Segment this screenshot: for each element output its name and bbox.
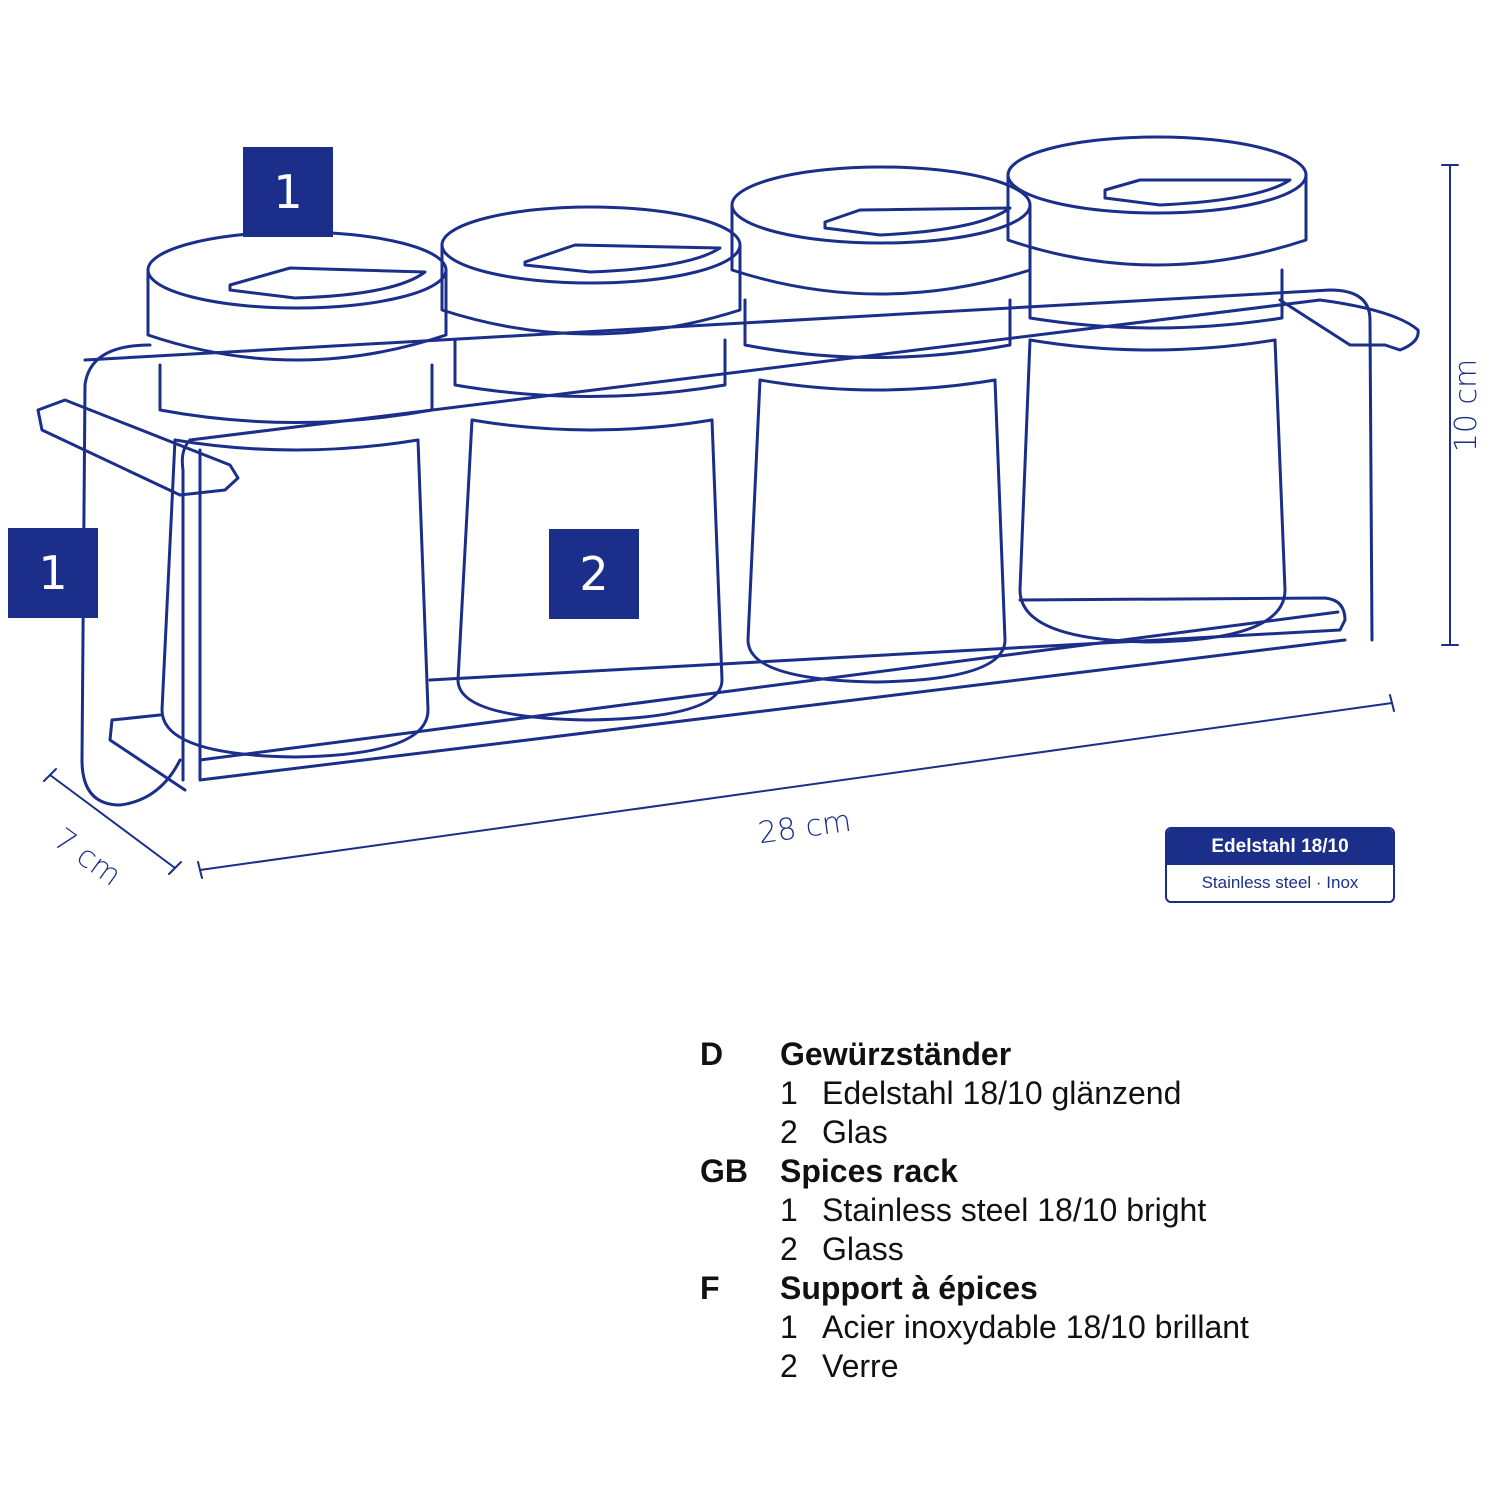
legend-item: 2 Verre [700, 1347, 1249, 1386]
jar-2 [440, 205, 742, 722]
legend-title: Gewürzständer [780, 1036, 1012, 1072]
jar-4 [1006, 135, 1308, 644]
dimension-height: 10 cm [1449, 358, 1485, 453]
legend-item-text: Stainless steel 18/10 bright [822, 1192, 1207, 1228]
legend-code: F [700, 1270, 720, 1306]
legend-item: 2 Glass [700, 1230, 1249, 1269]
legend-code: D [700, 1036, 724, 1072]
callout-rack: 1 [8, 528, 98, 618]
rack-front [36, 298, 1420, 807]
spice-rack-drawing [36, 135, 1459, 879]
legend-lang-gb: GB Spices rack [700, 1152, 1249, 1191]
legend-item: 1 Acier inoxydable 18/10 brillant [700, 1308, 1249, 1347]
legend-item-number: 2 [780, 1348, 798, 1384]
legend-item-number: 2 [780, 1114, 798, 1150]
badge-title: Edelstahl 18/10 [1167, 829, 1393, 865]
legend-item-number: 1 [780, 1192, 798, 1228]
legend-item-text: Glas [822, 1114, 888, 1150]
dimension-lines [43, 164, 1459, 879]
legend-item-text: Edelstahl 18/10 glänzend [822, 1075, 1182, 1111]
legend-item-text: Verre [822, 1348, 899, 1384]
legend-code: GB [700, 1153, 748, 1189]
legend-title: Support à épices [780, 1270, 1038, 1306]
jar-3 [730, 165, 1032, 684]
legend: D Gewürzständer 1 Edelstahl 18/10 glänze… [700, 1035, 1249, 1386]
legend-item-text: Acier inoxydable 18/10 brillant [822, 1309, 1249, 1345]
legend-item-text: Glass [822, 1231, 904, 1267]
legend-lang-d: D Gewürzständer [700, 1035, 1249, 1074]
legend-title: Spices rack [780, 1153, 958, 1189]
legend-item: 1 Stainless steel 18/10 bright [700, 1191, 1249, 1230]
material-badge: Edelstahl 18/10 Stainless steel · Inox [1165, 827, 1395, 903]
callout-lid: 1 [243, 147, 333, 237]
legend-item-number: 1 [780, 1075, 798, 1111]
callout-glass-jar: 2 [549, 529, 639, 619]
badge-subtitle: Stainless steel · Inox [1201, 873, 1359, 892]
rack-back [83, 288, 1374, 682]
legend-item-number: 1 [780, 1309, 798, 1345]
legend-lang-f: F Support à épices [700, 1269, 1249, 1308]
legend-item: 2 Glas [700, 1113, 1249, 1152]
legend-item: 1 Edelstahl 18/10 glänzend [700, 1074, 1249, 1113]
legend-item-number: 2 [780, 1231, 798, 1267]
